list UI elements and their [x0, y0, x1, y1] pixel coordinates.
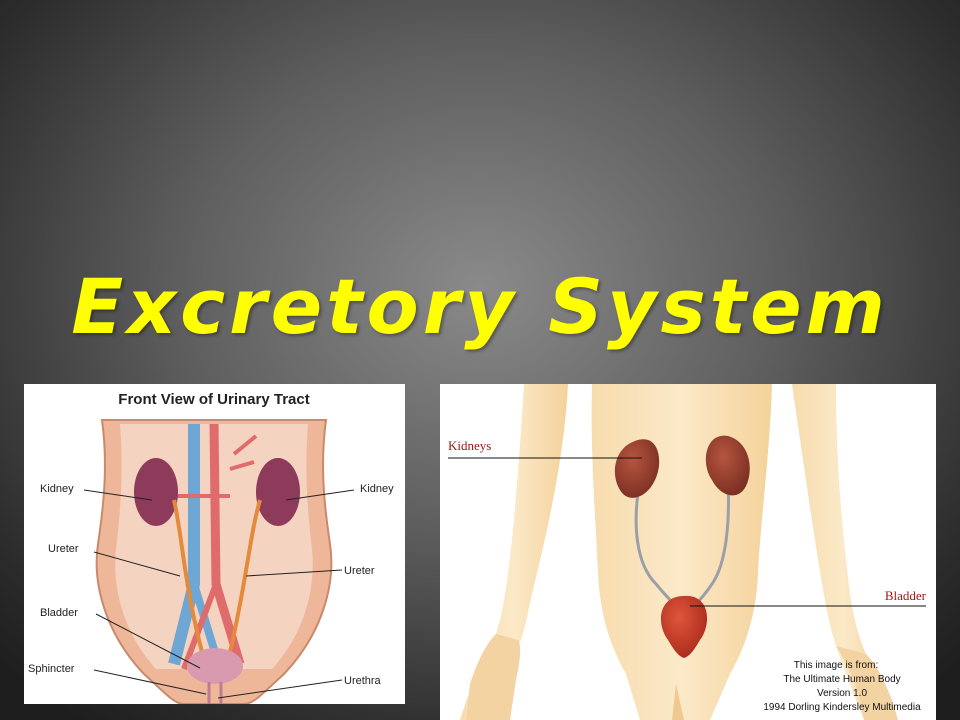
credit-line-1: This image is from: [794, 660, 878, 671]
kidney-left-shape [614, 439, 660, 498]
left-arm-shape [460, 384, 568, 720]
kidney-right-shape [705, 435, 750, 496]
label-ureter-right: Ureter [344, 565, 375, 577]
bladder-shape [187, 648, 243, 684]
label-bladder: Bladder [40, 607, 78, 619]
ureter-left-shape [172, 499, 204, 653]
credit-line-3: Version 1.0 [817, 688, 867, 699]
label-kidney-right: Kidney [360, 483, 394, 495]
renal-vessels [174, 434, 258, 498]
kidney-left-shape [134, 458, 178, 526]
label-sphincter: Sphincter [28, 663, 75, 675]
slide-title: Excretory System [71, 262, 889, 351]
urinary-tract-svg: Front View of Urinary Tract Kidney Kidne… [28, 391, 394, 704]
torso-shape [591, 384, 772, 720]
leader-lines [83, 489, 355, 699]
right-arm-shape [792, 384, 894, 720]
kidney-right-shape [256, 458, 300, 526]
leg-gap [672, 684, 684, 720]
credit-line-2: The Ultimate Human Body [783, 674, 900, 685]
label-urethra: Urethra [344, 675, 382, 687]
label-ureter-left: Ureter [48, 543, 79, 555]
urinary-tract-front-view-diagram: Front View of Urinary Tract Kidney Kidne… [24, 384, 405, 704]
ureter-right-shape [228, 499, 262, 653]
urethra-shape [207, 682, 223, 704]
credit-line-4: 1994 Dorling Kindersley Multimedia [763, 702, 921, 713]
image-credit: This image is from: The Ultimate Human B… [763, 660, 921, 713]
right-hand-shape [836, 646, 898, 720]
bladder-shape [660, 595, 708, 658]
kidneys-bladder-body-diagram: Kidneys Bladder This image is from: The … [440, 384, 936, 720]
label-bladder: Bladder [885, 588, 927, 603]
label-kidney-left: Kidney [40, 483, 74, 495]
left-hand-shape [466, 634, 521, 720]
iliac-artery [181, 582, 219, 671]
diagram-title: Front View of Urinary Tract [118, 391, 309, 408]
label-kidneys: Kidneys [448, 438, 491, 453]
body-silhouette-svg: Kidneys Bladder This image is from: The … [448, 384, 927, 720]
